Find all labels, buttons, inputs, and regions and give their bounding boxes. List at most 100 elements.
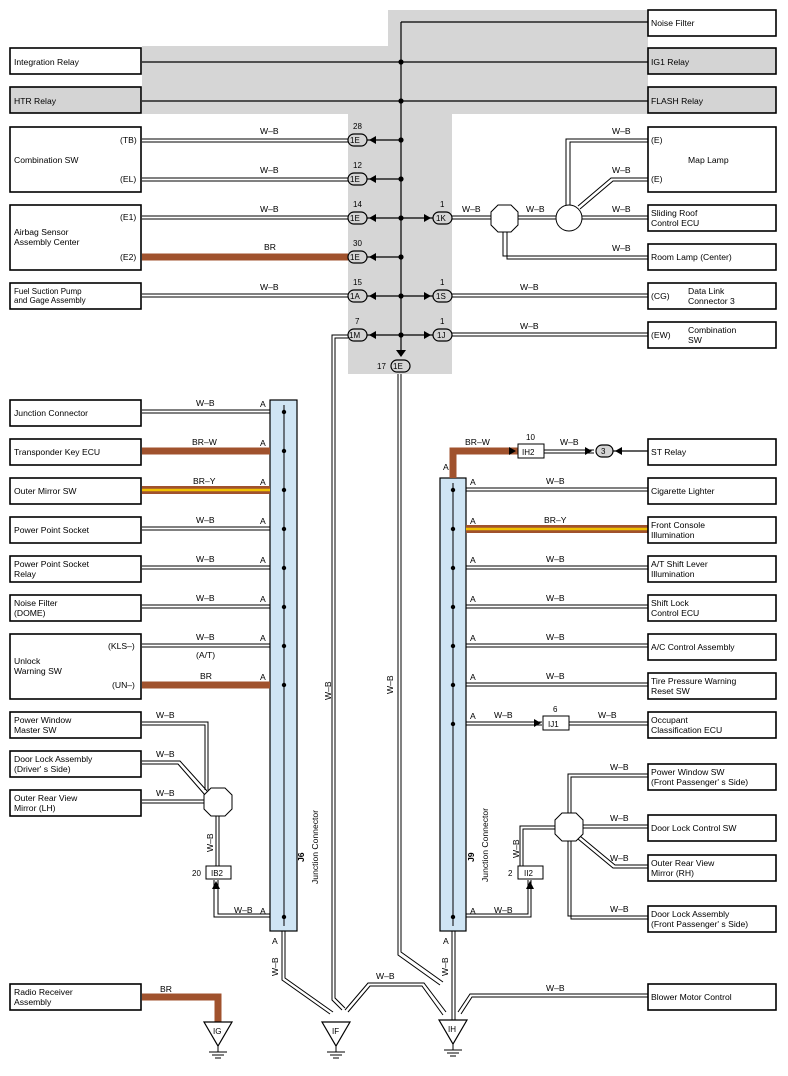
svg-text:A: A (260, 477, 266, 487)
outer-rear-rh-box (647, 854, 777, 882)
svg-text:A: A (470, 594, 476, 604)
wire-label: W–B (260, 165, 279, 175)
pin-tb: (TB) (120, 135, 137, 145)
pill-connectors-right (401, 211, 453, 342)
flash-relay-label: FLASH Relay (651, 96, 704, 106)
ground-ih (437, 1019, 469, 1057)
wire-label: W–B (511, 839, 521, 858)
j6-label: J6 (296, 852, 306, 862)
wire-label: BR (200, 671, 212, 681)
wire-label: W–B (385, 675, 395, 694)
outer-rear-lh-label-2: Mirror (LH) (14, 803, 56, 813)
wire-label: W–B (610, 853, 629, 863)
wire-label: W–B (376, 971, 395, 981)
front-console-label-2: Illumination (651, 530, 695, 540)
pin-number: 10 (526, 433, 535, 442)
wire-label: BR–W (192, 437, 218, 447)
rh-splice-wires (466, 773, 648, 920)
conn-1j: 1J (437, 331, 445, 340)
wire-label: W–B (440, 957, 450, 976)
wire-label: W–B (546, 476, 565, 486)
front-console-label-1: Front Console (651, 520, 705, 530)
j9-dots (450, 487, 456, 920)
svg-text:A: A (260, 594, 266, 604)
wire-label: W–B (612, 204, 631, 214)
ground-trunk-wires (331, 334, 444, 1011)
pin-e1: (E1) (120, 212, 136, 222)
transponder-label: Transponder Key ECU (14, 447, 100, 457)
blower-box (647, 983, 777, 1011)
wire-label: W–B (546, 632, 565, 642)
unlock-warning-box (9, 633, 142, 700)
conn-1e: 1E (350, 136, 360, 145)
door-lock-control-label: Door Lock Control SW (651, 823, 737, 833)
wire-label: W–B (260, 282, 279, 292)
wire-label: BR–W (465, 437, 491, 447)
power-bus-shade (142, 10, 648, 374)
conn-ii2: II2 (524, 869, 533, 878)
pill-connectors-left (347, 133, 368, 342)
splice-octagon (490, 204, 519, 233)
wire-label: W–B (520, 282, 539, 292)
splice-octagon (203, 787, 233, 817)
wire-label: W–B (196, 554, 215, 564)
combination-sw-right-label-1: Combination (688, 325, 736, 335)
wire-label: W–B (612, 165, 631, 175)
tire-pressure-label-1: Tire Pressure Warning (651, 676, 737, 686)
power-point-socket-label: Power Point Socket (14, 525, 90, 535)
conn-1a: 1A (350, 292, 360, 301)
arrow-down (396, 350, 406, 357)
map-lamp-label: Map Lamp (688, 155, 729, 165)
br-wire-radio (142, 993, 222, 1022)
wire-label: W–B (196, 398, 215, 408)
svg-text:A: A (470, 672, 476, 682)
pin-number: 1 (440, 317, 445, 326)
conn-1s: 1S (436, 292, 446, 301)
at-shift-label-1: A/T Shift Lever (651, 559, 708, 569)
combination-sw-right-label-2: SW (688, 335, 703, 345)
j6-wires (142, 409, 270, 648)
noise-filter-dome-label-1: Noise Filter (14, 598, 58, 608)
wire-label: W–B (270, 957, 280, 976)
pin-e2: (E2) (120, 252, 136, 262)
radio-receiver-label-2: Assembly (14, 997, 52, 1007)
pin-number: 20 (192, 869, 201, 878)
pps-relay-label-2: Relay (14, 569, 37, 579)
htr-relay-label: HTR Relay (14, 96, 57, 106)
j6-dots (281, 409, 287, 920)
pps-relay-box (9, 555, 142, 583)
shift-lock-box (647, 594, 777, 622)
wire-label: W–B (610, 762, 629, 772)
pin-number: 28 (353, 122, 362, 131)
ig1-relay-label: IG1 Relay (651, 57, 690, 67)
pin-at: (A/T) (196, 650, 215, 660)
conn-ih2: IH2 (522, 448, 535, 457)
wire-label: W–B (494, 710, 513, 720)
svg-text:A: A (260, 906, 266, 916)
pin-number: 30 (353, 239, 362, 248)
svg-text:A: A (470, 906, 476, 916)
arrow (585, 447, 592, 455)
pin-kls: (KLS–) (108, 641, 135, 651)
pin-un: (UN–) (112, 680, 135, 690)
noise-filter-dome-box (9, 594, 142, 622)
at-shift-label-2: Illumination (651, 569, 695, 579)
wire-label: W–B (546, 593, 565, 603)
svg-text:A: A (260, 633, 266, 643)
outer-mirror-sw-label: Outer Mirror SW (14, 486, 77, 496)
j9-junction-label: Junction Connector (480, 808, 490, 882)
shift-lock-label-2: Control ECU (651, 608, 699, 618)
outer-rear-lh-box (9, 789, 142, 817)
right-upper-wires (452, 138, 648, 337)
bus-stubs-left (367, 136, 404, 339)
wire-label: W–B (156, 788, 175, 798)
map-lamp-box (647, 126, 777, 193)
blower-label: Blower Motor Control (651, 992, 732, 1002)
wire-label: BR–Y (544, 515, 567, 525)
sliding-roof-box (647, 204, 777, 232)
brw-wire-right (449, 447, 518, 478)
ij1-connector (542, 715, 570, 731)
combination-sw-label: Combination SW (14, 155, 79, 165)
wire-label: W–B (546, 554, 565, 564)
arrow (615, 447, 622, 455)
